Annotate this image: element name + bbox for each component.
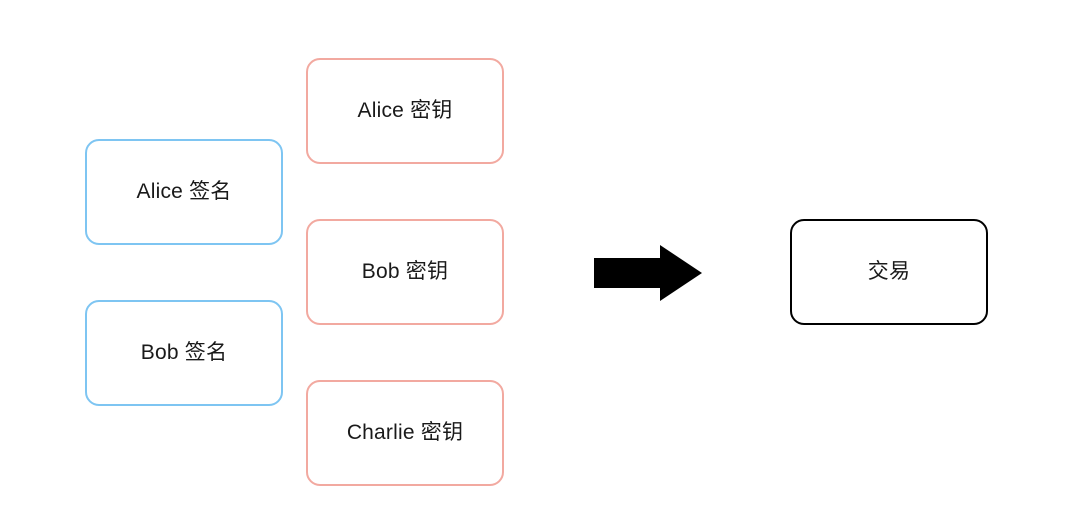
node-label: Alice 签名 [136,180,232,204]
node-label: Alice 密钥 [357,99,453,123]
node-charlie-key[interactable]: Charlie 密钥 [306,380,504,486]
node-bob-signature[interactable]: Bob 签名 [85,300,283,406]
node-bob-key[interactable]: Bob 密钥 [306,219,504,325]
right-arrow-icon [592,242,704,304]
node-transaction[interactable]: 交易 [790,219,988,325]
node-alice-signature[interactable]: Alice 签名 [85,139,283,245]
node-label: Bob 签名 [140,341,228,365]
node-label: Bob 密钥 [361,260,449,284]
node-label: 交易 [867,260,911,284]
node-alice-key[interactable]: Alice 密钥 [306,58,504,164]
node-label: Charlie 密钥 [346,421,464,445]
